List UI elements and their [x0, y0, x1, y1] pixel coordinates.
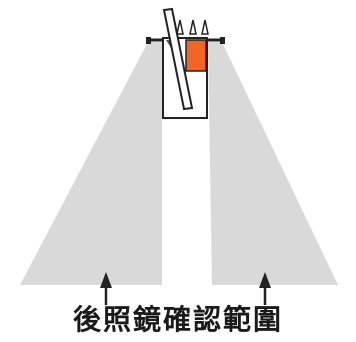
mirror-bar [162, 7, 194, 111]
marker-triangle-1 [176, 19, 184, 35]
right-view-area [208, 42, 338, 285]
diagram-caption: 後照鏡確認範圍 [72, 303, 283, 336]
mirror-glass-orange [185, 39, 207, 72]
marker-triangle-3 [201, 19, 209, 35]
left-mirror-cap [146, 37, 151, 44]
left-view-area [20, 42, 162, 285]
marker-triangle-2 [189, 19, 197, 35]
right-mirror-cap [220, 37, 225, 44]
right-arrow-head [259, 272, 271, 288]
left-arrow-head [100, 272, 112, 288]
